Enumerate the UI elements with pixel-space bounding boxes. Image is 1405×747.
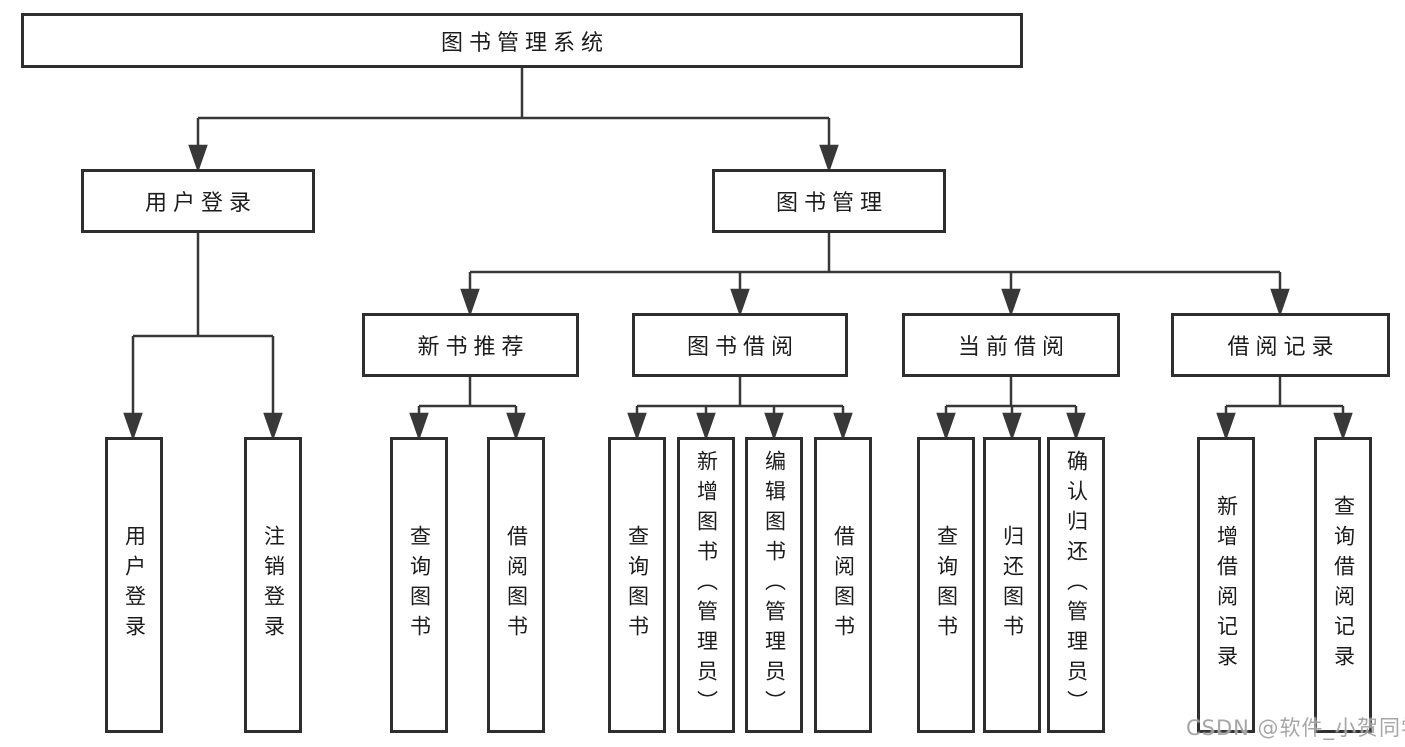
- arrowhead: [764, 412, 784, 441]
- node-book-management: 图书管理: [712, 169, 946, 233]
- node-user-login-label: 用户登录: [144, 191, 257, 216]
- arrowhead: [409, 412, 429, 441]
- leaf-confirm-return-admin-label: 确认归还（管理员）: [1064, 450, 1089, 720]
- leaf-edit-book-admin: 编辑图书（管理员）: [745, 437, 803, 733]
- arrowhead: [627, 412, 647, 441]
- arrowhead: [506, 412, 526, 441]
- arrowhead: [123, 412, 143, 441]
- leaf-query-books-borrow: 查询图书: [608, 437, 666, 733]
- node-current-borrowing-label: 当前借阅: [957, 335, 1070, 360]
- node-new-book-recommendation: 新书推荐: [362, 313, 579, 377]
- leaf-query-books-current-label: 查询图书: [934, 525, 959, 645]
- connector-newbookrec-to-leaves: [409, 377, 526, 441]
- connector-root-to-level2: [188, 68, 839, 173]
- leaf-return-book-label: 归还图书: [1000, 525, 1025, 645]
- arrowhead: [1216, 412, 1236, 441]
- leaf-query-books-rec: 查询图书: [390, 437, 448, 733]
- arrowhead: [263, 412, 283, 441]
- node-root: 图书管理系统: [21, 13, 1023, 68]
- leaf-return-book: 归还图书: [983, 437, 1041, 733]
- leaf-query-borrow-record: 查询借阅记录: [1314, 437, 1372, 733]
- leaf-query-books-rec-label: 查询图书: [407, 525, 432, 645]
- leaf-add-borrow-record: 新增借阅记录: [1197, 437, 1255, 733]
- arrowhead: [1001, 288, 1021, 317]
- arrowhead: [819, 144, 839, 173]
- node-current-borrowing: 当前借阅: [902, 313, 1120, 377]
- node-borrowing-records-label: 借阅记录: [1227, 335, 1340, 360]
- leaf-borrow-books-rec-label: 借阅图书: [504, 525, 529, 645]
- arrowhead: [730, 288, 750, 317]
- leaf-confirm-return-admin: 确认归还（管理员）: [1047, 437, 1105, 733]
- leaf-query-borrow-record-label: 查询借阅记录: [1331, 495, 1356, 675]
- node-borrowing-records: 借阅记录: [1171, 313, 1390, 377]
- node-book-management-label: 图书管理: [775, 191, 888, 216]
- leaf-edit-book-admin-label: 编辑图书（管理员）: [762, 450, 787, 720]
- node-root-label: 图书管理系统: [440, 30, 609, 56]
- arrowhead: [833, 412, 853, 441]
- leaf-add-book-admin: 新增图书（管理员）: [677, 437, 735, 733]
- arrowhead: [696, 412, 716, 441]
- leaf-user-login-label: 用户登录: [122, 525, 147, 645]
- node-book-borrowing-label: 图书借阅: [686, 335, 799, 360]
- connector-currentborrow-to-leaves: [936, 377, 1086, 441]
- node-user-login: 用户登录: [81, 169, 315, 233]
- connector-borrowrecords-to-leaves: [1216, 377, 1353, 441]
- leaf-borrow-books-label: 借阅图书: [831, 525, 856, 645]
- leaf-logout-label: 注销登录: [261, 525, 286, 645]
- leaf-query-books-current: 查询图书: [917, 437, 975, 733]
- leaf-logout: 注销登录: [244, 437, 302, 733]
- leaf-user-login: 用户登录: [105, 437, 163, 733]
- arrowhead: [1002, 412, 1022, 441]
- arrowhead: [1333, 412, 1353, 441]
- leaf-add-borrow-record-label: 新增借阅记录: [1214, 495, 1239, 675]
- connector-bookborrow-to-leaves: [627, 377, 853, 441]
- leaf-borrow-books-rec: 借阅图书: [487, 437, 545, 733]
- arrowhead: [1270, 288, 1290, 317]
- arrowhead: [1066, 412, 1086, 441]
- node-new-book-recommendation-label: 新书推荐: [417, 335, 530, 360]
- leaf-borrow-books: 借阅图书: [814, 437, 872, 733]
- csdn-watermark: CSDN @软件_小贺同学: [1186, 716, 1405, 740]
- arrowhead: [460, 288, 480, 317]
- arrowhead: [936, 412, 956, 441]
- arrowhead: [188, 144, 208, 173]
- leaf-query-books-borrow-label: 查询图书: [625, 525, 650, 645]
- leaf-add-book-admin-label: 新增图书（管理员）: [694, 450, 719, 720]
- node-book-borrowing: 图书借阅: [632, 313, 848, 377]
- connector-userlogin-to-leaves: [123, 233, 283, 441]
- connector-bookmgmt-to-level3: [460, 233, 1290, 317]
